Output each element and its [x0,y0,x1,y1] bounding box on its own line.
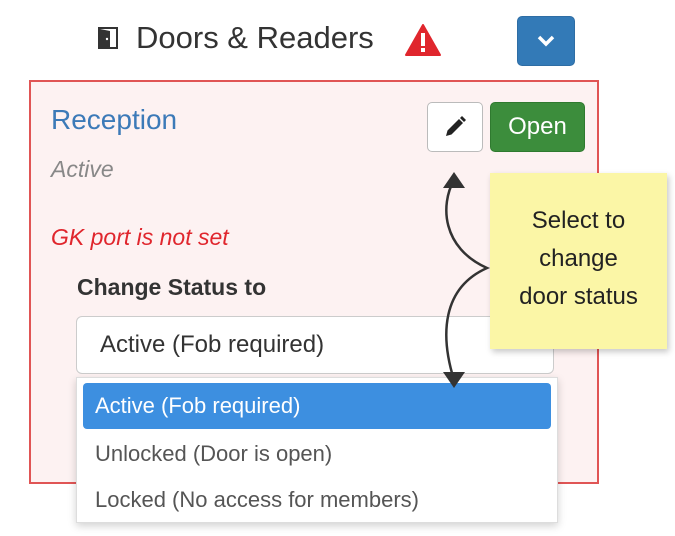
open-button[interactable]: Open [490,102,585,152]
door-status: Active [51,156,114,182]
annotation-note: Select to change door status [490,173,667,349]
warning-icon [405,24,441,56]
page-title: Doors & Readers [136,20,374,55]
collapse-button[interactable] [517,16,575,66]
option-unlocked[interactable]: Unlocked (Door is open) [95,441,333,466]
change-status-label: Change Status to [77,274,267,300]
option-locked[interactable]: Locked (No access for members) [95,487,419,512]
pencil-icon [446,116,466,136]
header: Doors & Readers [0,8,675,68]
door-name: Reception [51,104,178,135]
chevron-down-icon [537,35,555,47]
status-dropdown: Active (Fob required) Unlocked (Door is … [76,377,558,523]
option-active[interactable]: Active (Fob required) [83,383,551,429]
status-select[interactable]: Active (Fob required) [76,316,554,374]
annotation-line: change [539,245,618,272]
annotation-line: door status [519,283,638,310]
door-icon [98,27,118,49]
edit-button[interactable] [427,102,483,152]
error-message: GK port is not set [51,224,229,250]
annotation-line: Select to [531,207,626,234]
